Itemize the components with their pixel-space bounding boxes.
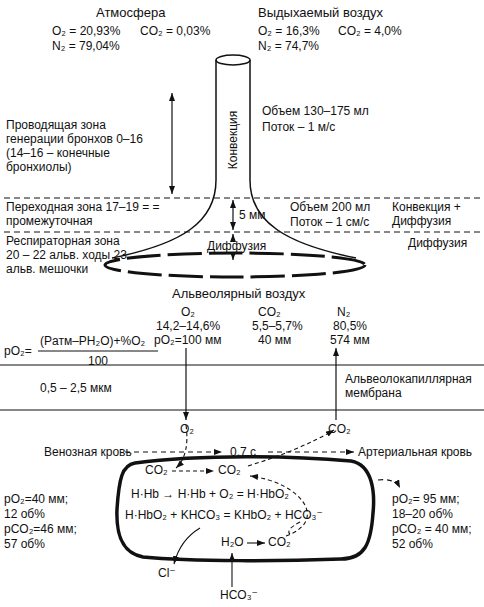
label-text: N₂ <box>337 305 350 319</box>
fraction-bar <box>38 351 158 352</box>
reaction-text: H₂O <box>221 535 244 549</box>
label-text: 52 об% <box>392 537 433 551</box>
label-text: HCO₃⁻ <box>220 588 258 602</box>
label-text: Альвеолокапиллярная мембрана <box>345 372 480 400</box>
reaction-text: H·Hb → H·Hb + O₂ = H·HbO₂ <box>131 487 289 501</box>
blood-cell: CO₂ CO₂ H·Hb → H·Hb + O₂ = H·HbO₂ H·HbO₂ + … <box>113 455 377 563</box>
bicarbonate-arrow <box>231 553 232 587</box>
label-text: pO₂= <box>4 344 32 358</box>
label-text: pO₂=100 мм <box>154 333 222 347</box>
label-text: Объем 200 мл <box>290 200 370 214</box>
membrane-line <box>0 409 484 410</box>
label-text: Переходная зона 17–19 = = промежуточная <box>6 200 171 228</box>
label-text: CO₂ = 4,0% <box>338 24 402 38</box>
zone-border <box>4 232 480 233</box>
diffusion-arrow <box>232 234 233 238</box>
label-text: pCO₂ = 40 мм; <box>392 522 472 536</box>
reaction-arrow <box>247 542 265 543</box>
o2-arrow <box>185 348 186 420</box>
cell-border <box>117 457 374 561</box>
label-text: pCO₂=46 мм; <box>4 522 77 536</box>
label-text: Альвеолярный воздух <box>172 287 305 301</box>
label-text: 57 об% <box>4 537 45 551</box>
label-text: Поток – 1 м/с <box>262 120 335 134</box>
reaction-arrow <box>248 430 334 466</box>
label-text: Выдыхаемый воздух <box>258 6 383 20</box>
label-text: Артериальная кровь <box>358 445 472 459</box>
label-text: 0,5 – 2,5 мкм <box>40 381 112 395</box>
label-text: O₂ <box>181 305 195 319</box>
reaction-text: CO₂ <box>145 463 168 477</box>
label-text: Венозная кровь <box>44 445 132 459</box>
reaction-text: CO₂ <box>268 535 291 549</box>
label-text: Атмосфера <box>96 6 165 20</box>
label-text: Диффузия <box>408 236 467 250</box>
label-text: O₂ = 16,3% <box>258 24 320 38</box>
zone-border <box>4 198 480 199</box>
label-text: pO₂= 95 мм; <box>392 492 460 506</box>
label-text: pO₂=40 мм; <box>4 492 68 506</box>
label-text: CO₂ <box>328 422 351 436</box>
label-text: 574 мм <box>330 333 370 347</box>
label-text: Cl⁻ <box>158 566 176 580</box>
label-text: 5 мм <box>239 208 266 222</box>
label-text: 5,5–5,7% <box>252 319 303 333</box>
reaction-arrow <box>250 476 307 536</box>
label-text: 14,2–14,6% <box>156 319 220 333</box>
label-text: Респираторная зона 20 – 22 альв. ходы 23… <box>6 234 131 276</box>
label-text: 100 <box>88 354 108 368</box>
trachea-opening <box>216 55 250 65</box>
blood-flow-arrow <box>268 451 354 452</box>
label-text: Конвекция + Диффузия <box>392 200 480 228</box>
label-text: N₂ = 74,7% <box>258 39 319 53</box>
dimension-arrow <box>232 200 233 230</box>
label-text: 18–20 об% <box>392 507 453 521</box>
zone-arrow <box>171 93 172 194</box>
label-text: Объем 130–175 мл <box>262 104 369 118</box>
label-text: Диффузия <box>207 239 266 253</box>
reaction-arrow <box>172 470 214 471</box>
blood-flow-arrow <box>125 451 222 452</box>
label-text: 40 мм <box>258 333 291 347</box>
label-text: 80,5% <box>333 319 367 333</box>
alveolar-zone-outline <box>105 253 365 277</box>
airway-wall <box>112 60 216 258</box>
label-text: 12 об% <box>4 507 45 521</box>
blood-flow-arrow <box>378 480 400 488</box>
membrane-line <box>0 364 484 365</box>
diffusion-arrow <box>232 252 233 260</box>
label-text: Конвекция <box>226 110 240 170</box>
label-text: Поток – 1 см/с <box>290 215 369 229</box>
label-text: N₂ = 79,04% <box>52 39 120 53</box>
label-text: O₂ <box>180 422 194 436</box>
label-text: O₂ = 20,93% <box>52 24 120 38</box>
reaction-text: CO₂ <box>218 463 241 477</box>
co2-arrow <box>335 348 336 420</box>
label-text: CO₂ = 0,03% <box>140 24 210 38</box>
reaction-text: H·HbO₂ + KHCO₃ = KHbO₂ + HCO₃⁻ <box>125 508 323 522</box>
label-text: Проводящая зона генерации бронхов 0–16 (… <box>6 118 166 174</box>
reaction-arrow <box>289 522 300 534</box>
label-text: (Pатм–PH₂O)+%O₂ <box>40 334 145 348</box>
label-text: CO₂ <box>258 305 281 319</box>
